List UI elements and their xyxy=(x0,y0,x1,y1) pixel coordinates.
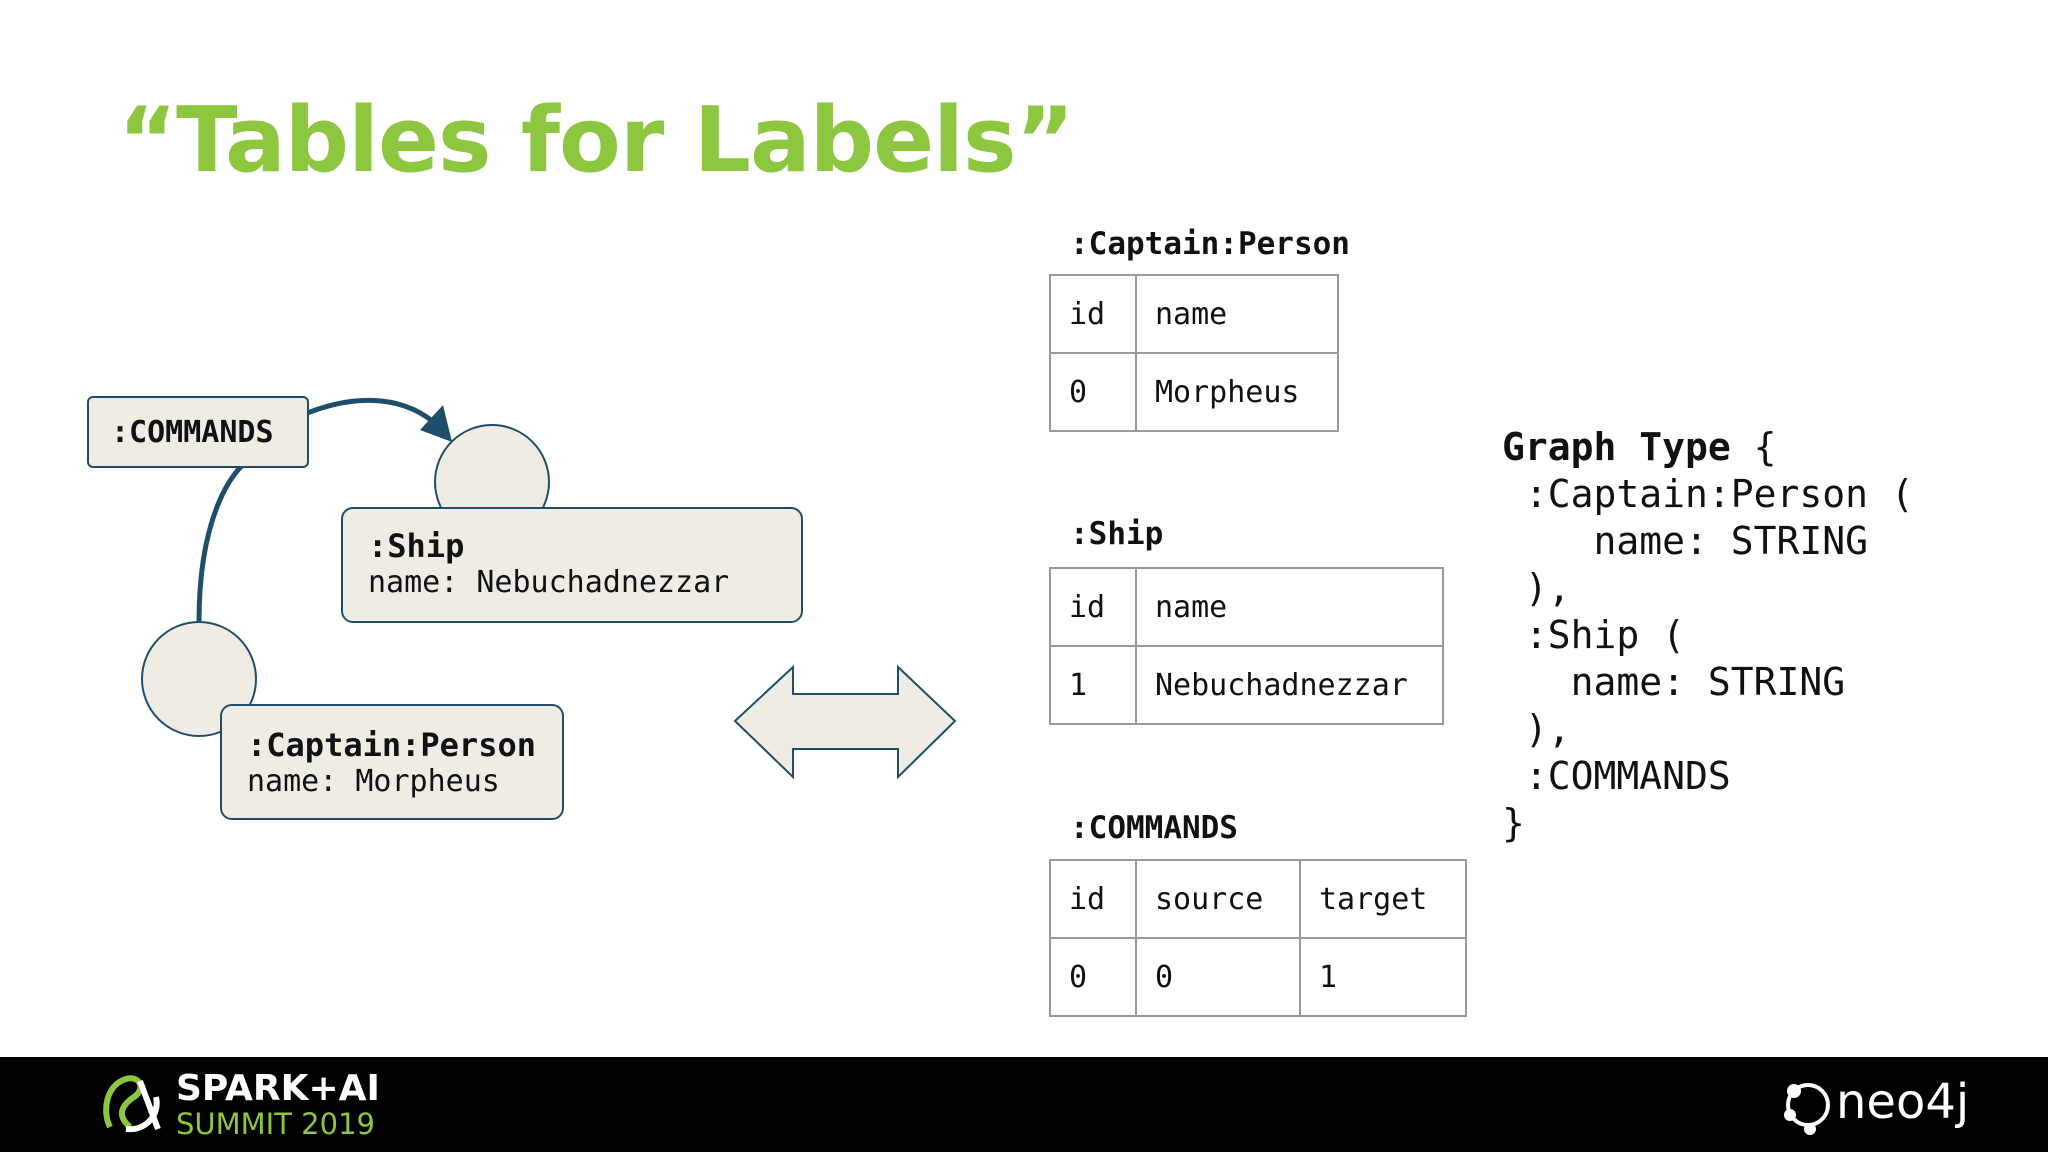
neo4j-logo-icon xyxy=(1784,1083,1830,1135)
commands-table: id source target 0 0 1 xyxy=(1049,859,1467,1017)
schema-line: name: STRING xyxy=(1502,660,1846,704)
schema-line: ), xyxy=(1502,707,1571,751)
table-header-cell: id xyxy=(1049,859,1137,939)
commands-edge-arc xyxy=(299,397,442,430)
ship-table: id name 1 Nebuchadnezzar xyxy=(1049,567,1444,725)
schema-brace-close: } xyxy=(1502,801,1525,845)
spark-ai-logo-icon xyxy=(103,1075,161,1133)
ship-node-label: :Ship name: Nebuchadnezzar xyxy=(341,507,803,623)
schema-line: ), xyxy=(1502,566,1571,610)
table-header-row: id source target xyxy=(1049,859,1467,939)
table-header-cell: name xyxy=(1135,567,1444,647)
ship-node-title: :Ship xyxy=(368,527,465,565)
captain-node-property: name: Morpheus xyxy=(247,764,500,799)
commands-relationship-label: :COMMANDS xyxy=(87,396,309,468)
table-row: 0 0 1 xyxy=(1049,937,1467,1017)
spark-ai-text: SPARK+AI xyxy=(176,1068,380,1109)
schema-line: :Ship ( xyxy=(1502,613,1686,657)
arrow-head-icon xyxy=(420,405,452,442)
captain-node-title: :Captain:Person xyxy=(247,726,536,764)
table-row: 0 Morpheus xyxy=(1049,352,1339,432)
double-arrow-icon xyxy=(733,664,957,780)
schema-brace-open: { xyxy=(1730,425,1777,469)
captain-node-label: :Captain:Person name: Morpheus xyxy=(220,704,564,820)
table-row: 1 Nebuchadnezzar xyxy=(1049,645,1444,725)
captain-table-title: :Captain:Person xyxy=(1070,226,1350,262)
schema-keyword: Graph Type xyxy=(1502,425,1731,469)
commands-edge xyxy=(196,455,254,623)
table-header-cell: id xyxy=(1049,274,1137,354)
footer-bar: SPARK+AI SUMMIT 2019 neo4j xyxy=(0,1057,2048,1152)
table-cell: 1 xyxy=(1299,937,1467,1017)
graph-type-schema: Graph Type { :Captain:Person ( name: STR… xyxy=(1502,424,1914,847)
table-header-cell: id xyxy=(1049,567,1137,647)
commands-table-title: :COMMANDS xyxy=(1070,810,1238,846)
captain-table: id name 0 Morpheus xyxy=(1049,274,1339,432)
table-header-cell: source xyxy=(1135,859,1301,939)
schema-line: :Captain:Person ( xyxy=(1502,472,1914,516)
table-header-row: id name xyxy=(1049,567,1444,647)
ship-node-property: name: Nebuchadnezzar xyxy=(368,565,730,600)
table-cell: 0 xyxy=(1049,352,1137,432)
table-cell: Morpheus xyxy=(1135,352,1339,432)
ship-table-title: :Ship xyxy=(1070,516,1164,552)
table-header-cell: name xyxy=(1135,274,1339,354)
table-cell: 1 xyxy=(1049,645,1137,725)
table-cell: 0 xyxy=(1049,937,1137,1017)
table-header-cell: target xyxy=(1299,859,1467,939)
table-cell: Nebuchadnezzar xyxy=(1135,645,1444,725)
slide-title: “Tables for Labels” xyxy=(118,88,1075,193)
schema-line: name: STRING xyxy=(1502,519,1869,563)
table-header-row: id name xyxy=(1049,274,1339,354)
schema-line: :COMMANDS xyxy=(1502,754,1731,798)
neo4j-wordmark: neo4j xyxy=(1836,1074,1970,1130)
summit-text: SUMMIT 2019 xyxy=(176,1107,375,1141)
table-cell: 0 xyxy=(1135,937,1301,1017)
